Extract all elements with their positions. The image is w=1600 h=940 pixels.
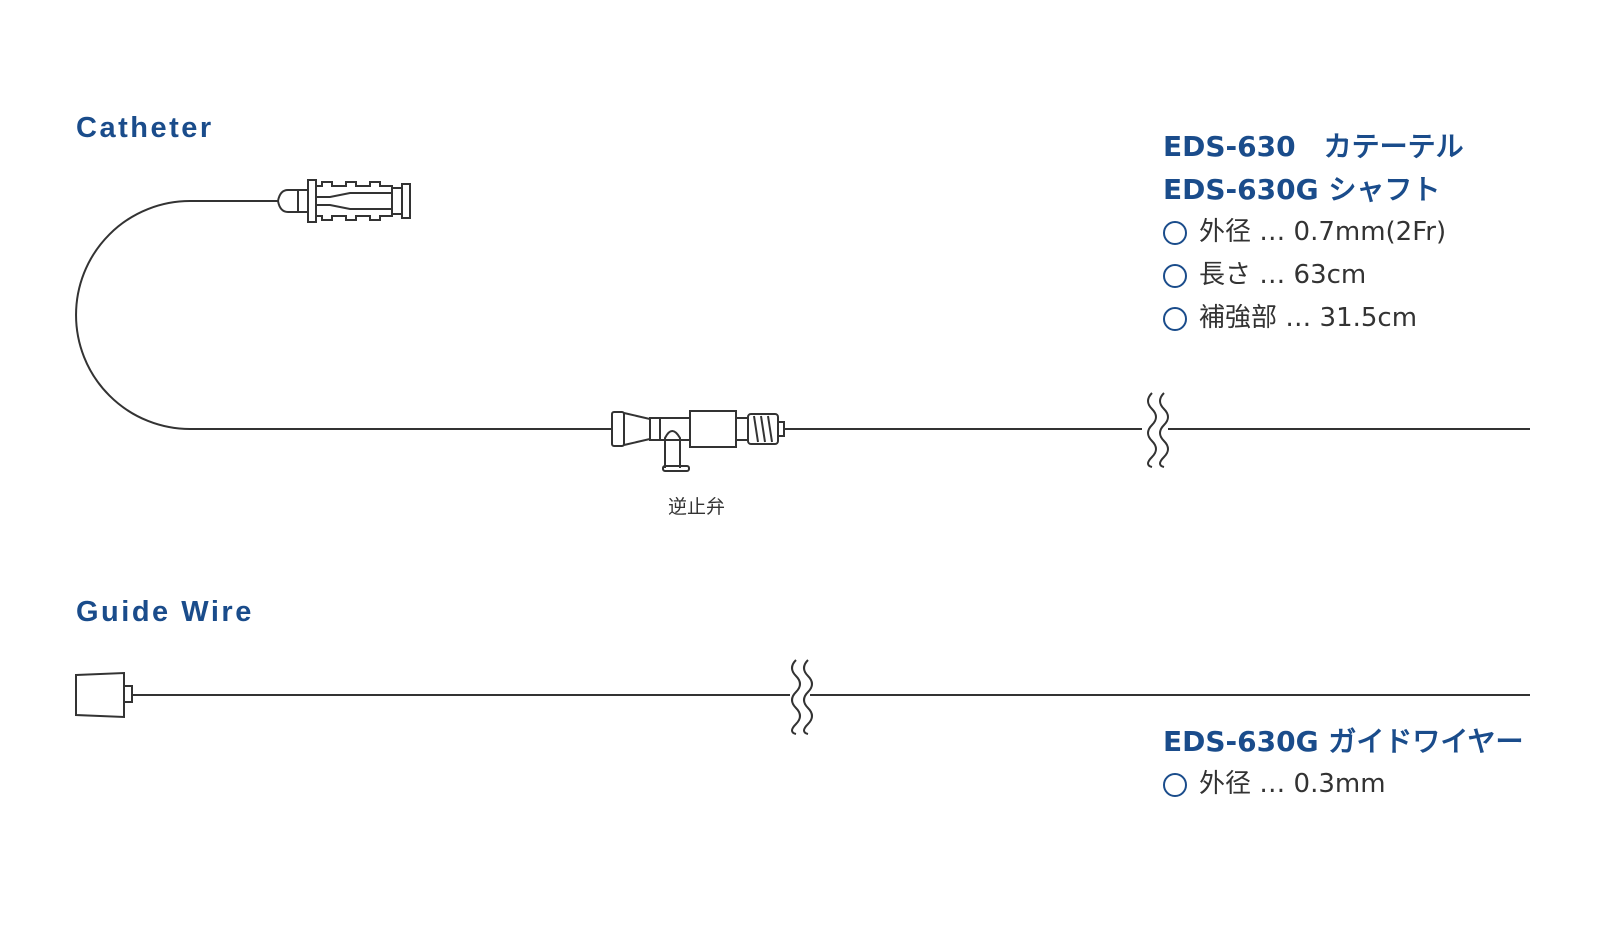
spec-item: 補強部 … 31.5cm [1163, 297, 1464, 340]
spec-text: 補強部 … 31.5cm [1199, 303, 1418, 333]
catheter-title: Catheter [76, 112, 214, 144]
valve-label: 逆止弁 [668, 496, 726, 518]
guide-wire-title: Guide Wire [76, 596, 254, 628]
spec-text: 外径 … 0.7mm(2Fr) [1199, 217, 1447, 247]
guide-wire-spec: EDS-630G ガイドワイヤー 外径 … 0.3mm [1163, 720, 1524, 806]
catheter-tube [75, 200, 612, 430]
check-valve [611, 410, 785, 472]
spec-item: 外径 … 0.7mm(2Fr) [1163, 211, 1464, 254]
circle-bullet-icon [1163, 306, 1187, 331]
product-line-1: EDS-630 カテーテル [1163, 130, 1464, 163]
circle-bullet-icon [1163, 772, 1187, 797]
break-mark [791, 659, 813, 735]
guide-wire-product: EDS-630G ガイドワイヤー [1163, 725, 1524, 758]
spec-text: 長さ … 63cm [1199, 260, 1367, 290]
catheter-hub [276, 179, 411, 223]
product-line-2: EDS-630G シャフト [1163, 173, 1441, 206]
break-mark [1147, 392, 1169, 468]
spec-item: 外径 … 0.3mm [1163, 763, 1524, 806]
catheter-spec: EDS-630 カテーテル EDS-630G シャフト 外径 … 0.7mm(2… [1163, 125, 1464, 340]
circle-bullet-icon [1163, 220, 1187, 245]
guide-wire-drawing [75, 659, 1530, 735]
spec-item: 長さ … 63cm [1163, 254, 1464, 297]
spec-text: 外径 … 0.3mm [1199, 769, 1386, 799]
circle-bullet-icon [1163, 263, 1187, 288]
